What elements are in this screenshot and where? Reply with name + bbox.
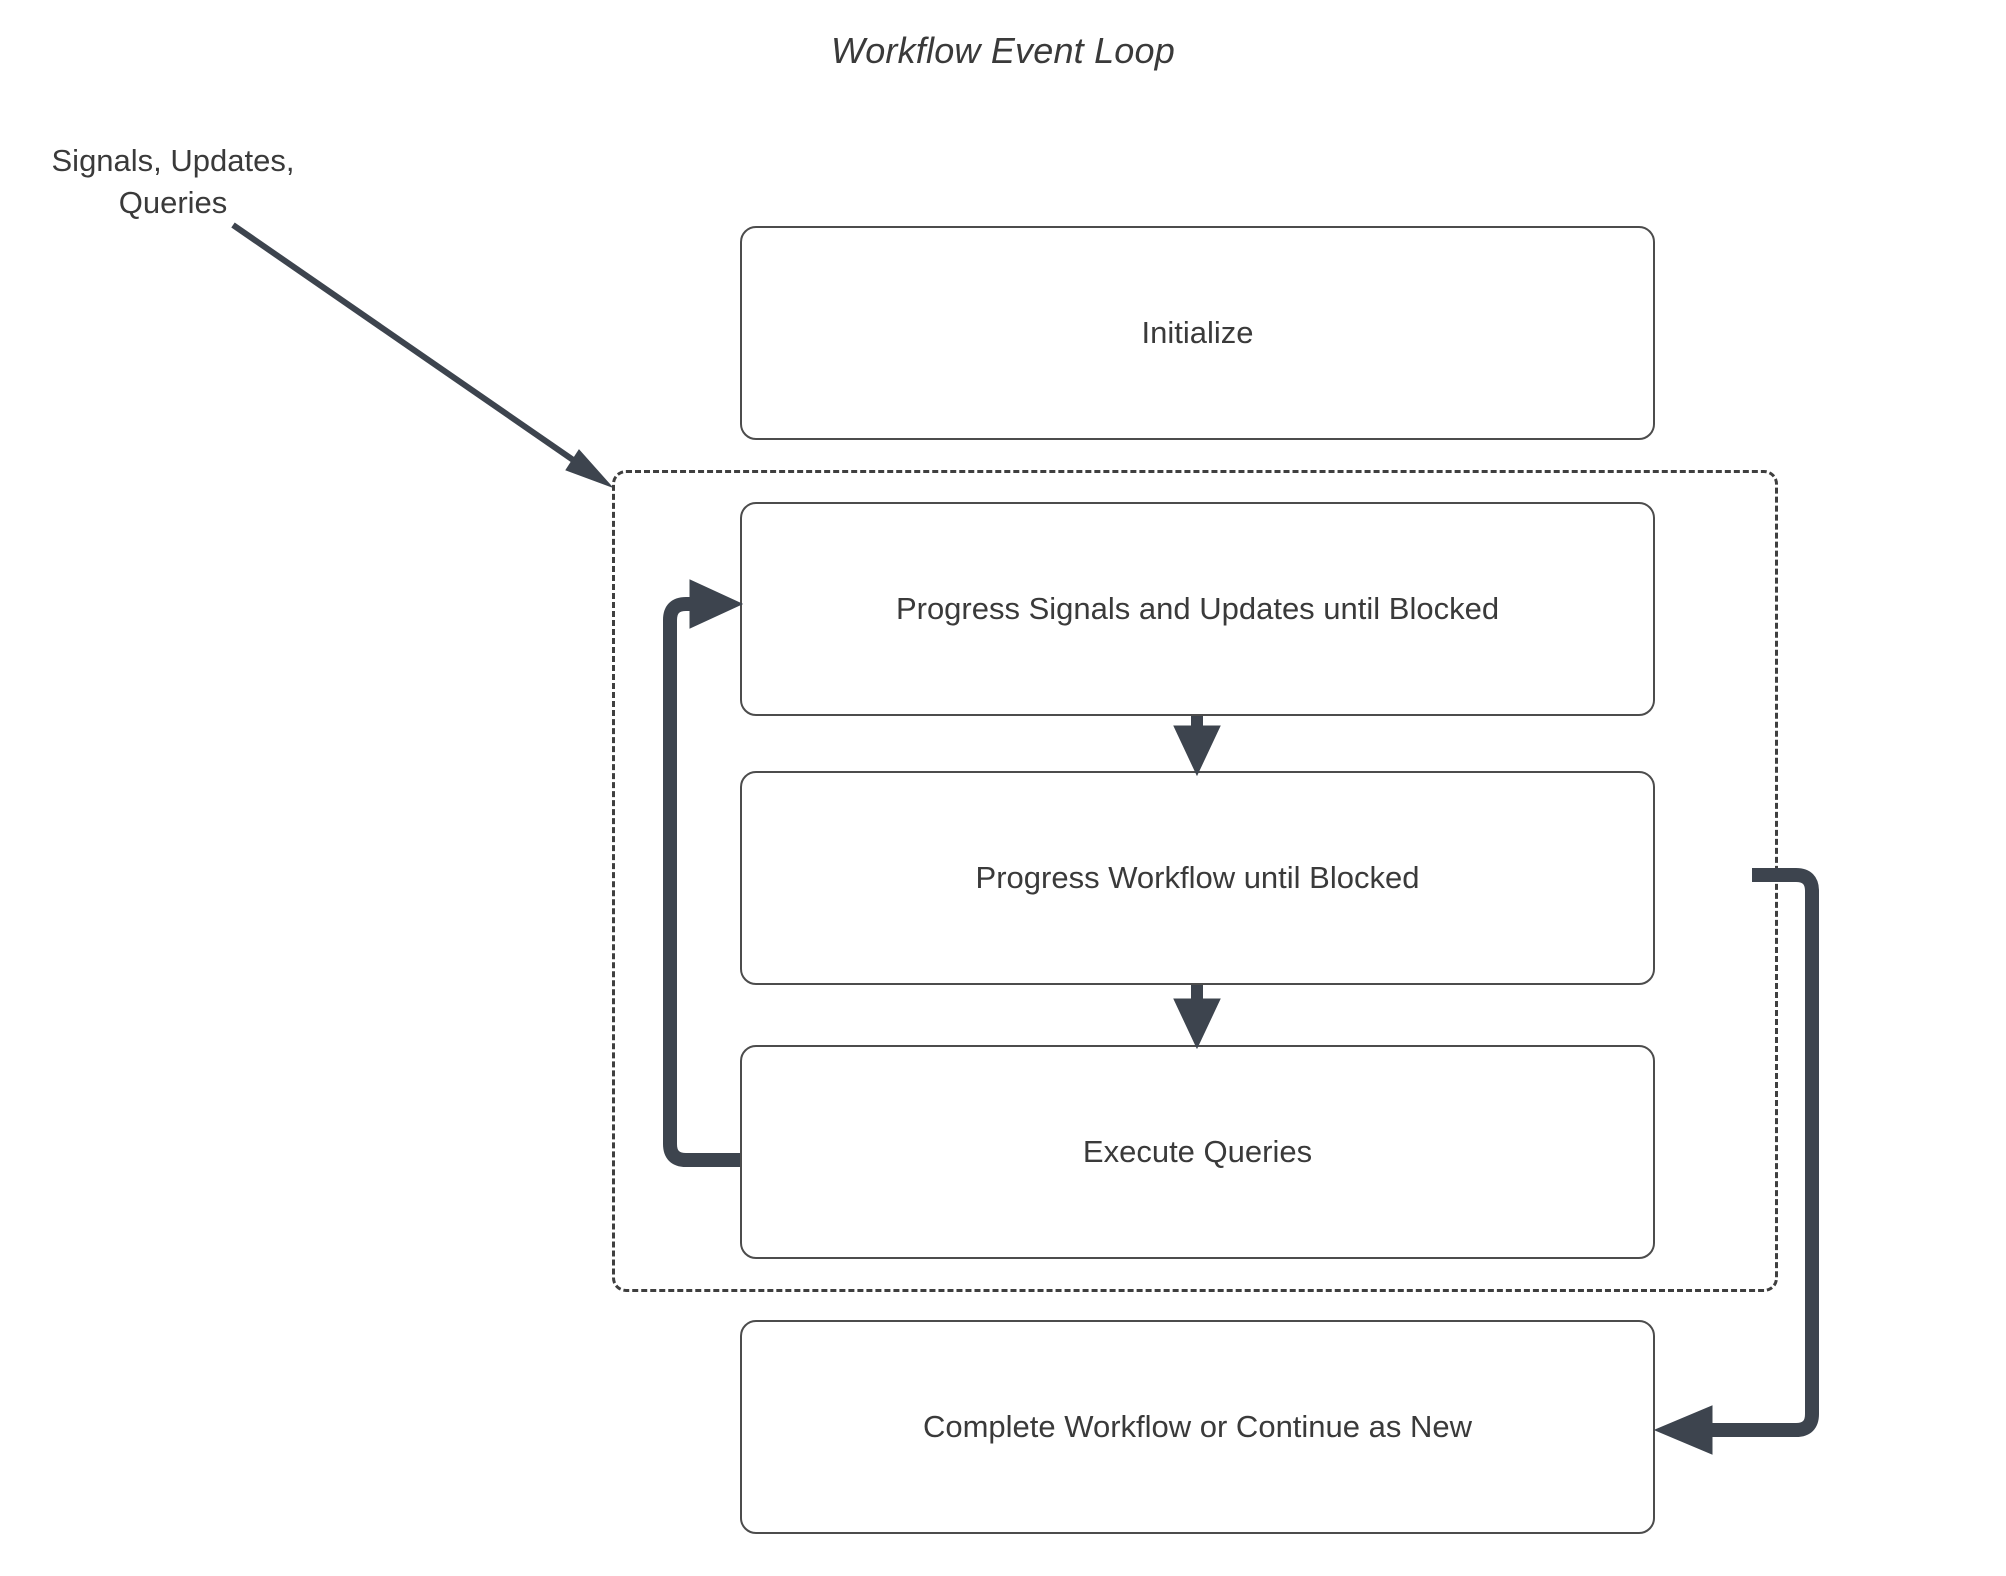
node-initialize-label: Initialize (1141, 315, 1254, 350)
page-title: Workflow Event Loop (831, 30, 1175, 71)
node-progress-workflow-label: Progress Workflow until Blocked (975, 860, 1420, 895)
node-execute-queries[interactable]: Execute Queries (740, 1045, 1655, 1259)
external-input-label-line-1: Signals, Updates, (51, 143, 295, 178)
node-complete-workflow-label: Complete Workflow or Continue as New (922, 1409, 1473, 1444)
node-progress-signals[interactable]: Progress Signals and Updates until Block… (740, 502, 1655, 716)
node-initialize[interactable]: Initialize (740, 226, 1655, 440)
external-input-label: Signals, Updates, Queries (18, 140, 328, 224)
external-input-label-line-2: Queries (118, 185, 228, 220)
edge-external-input-arrow (231, 222, 613, 488)
node-progress-workflow[interactable]: Progress Workflow until Blocked (740, 771, 1655, 985)
node-progress-signals-label: Progress Signals and Updates until Block… (895, 591, 1500, 626)
node-execute-queries-label: Execute Queries (1082, 1134, 1313, 1169)
node-complete-workflow[interactable]: Complete Workflow or Continue as New (740, 1320, 1655, 1534)
